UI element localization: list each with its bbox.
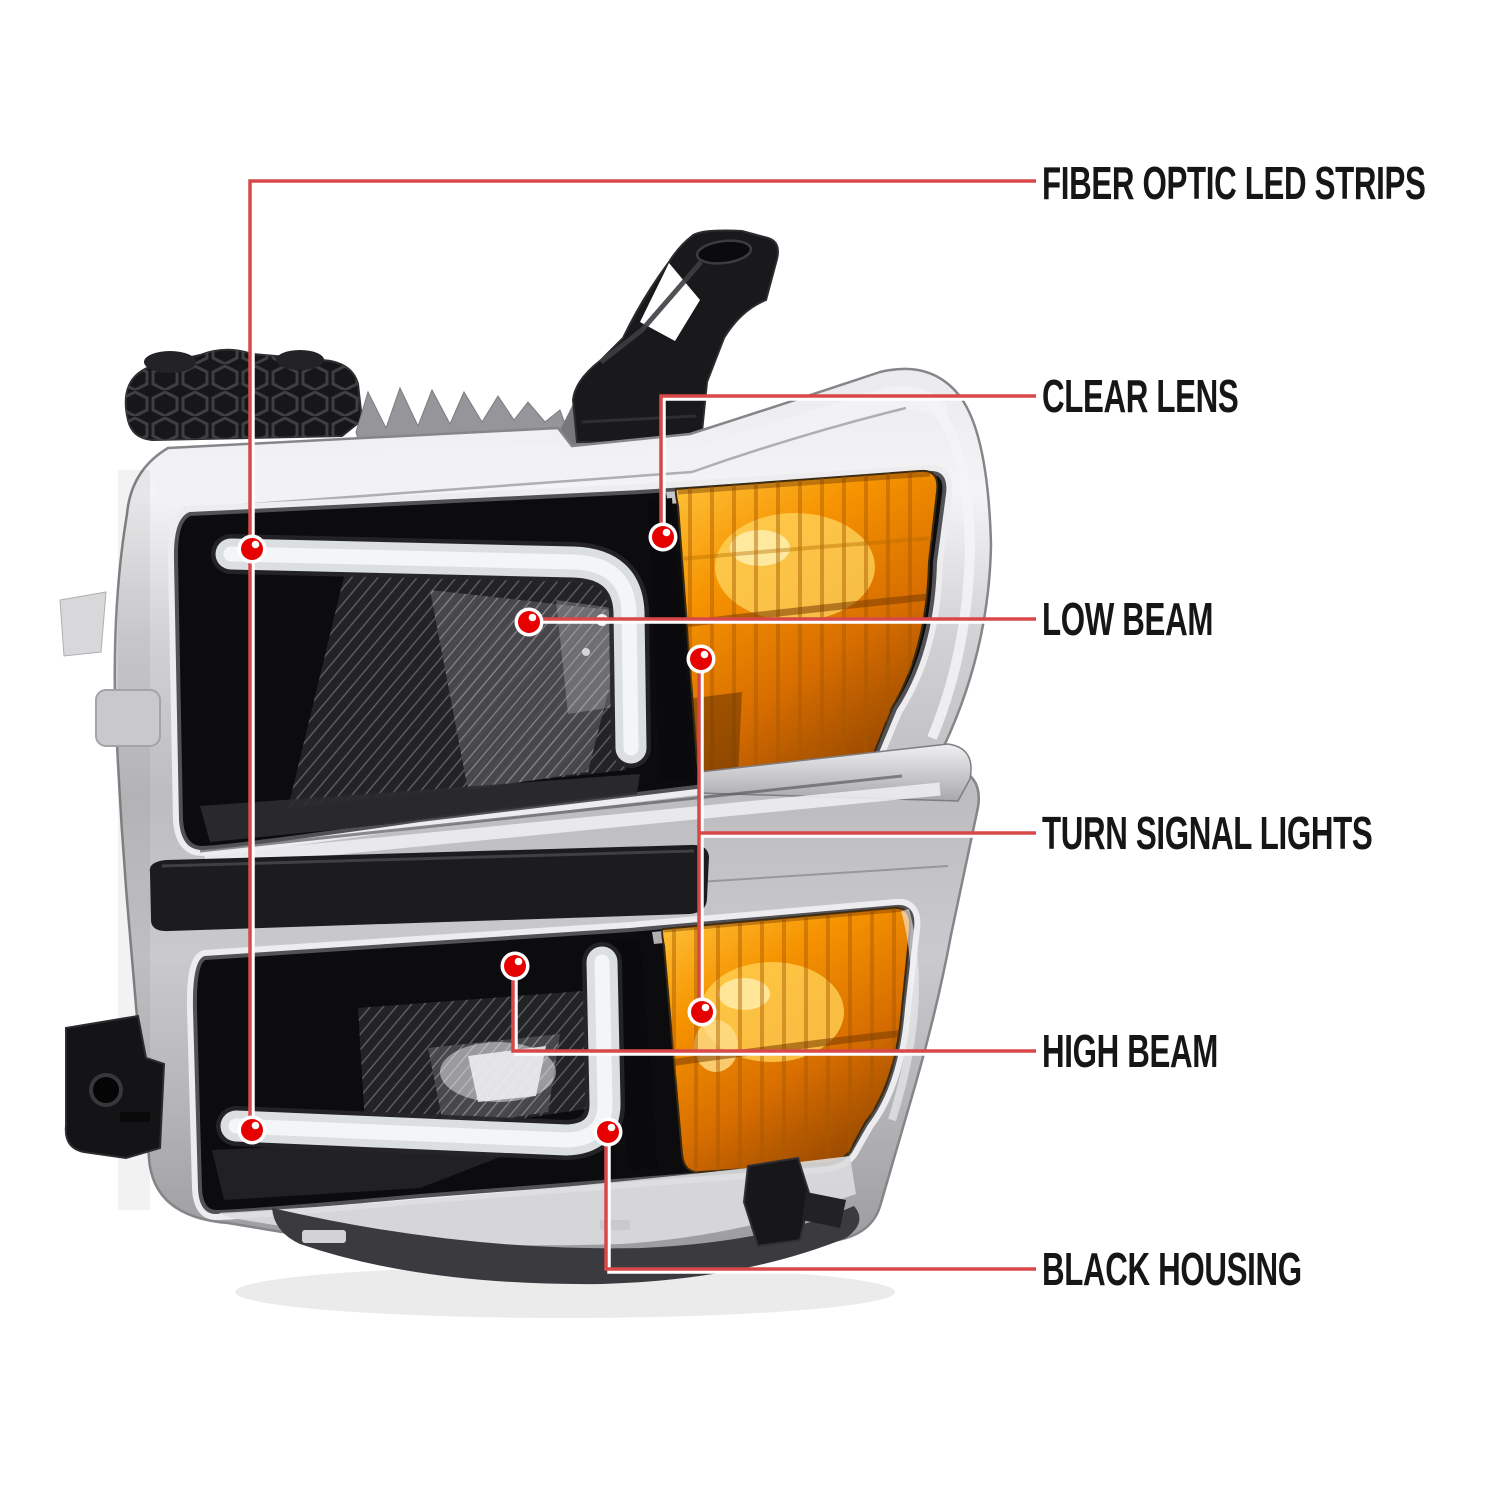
- mounting-bracket-right: [571, 229, 779, 443]
- callout-label-turn-signal-lights: TURN SIGNAL LIGHTS: [1042, 807, 1373, 859]
- bottom-clip: [742, 1156, 812, 1248]
- mounting-bracket-left: [124, 348, 364, 442]
- upper-lens-section: [167, 464, 953, 857]
- led-tube-upper: [211, 534, 651, 768]
- callout-label-low-beam: LOW BEAM: [1042, 593, 1214, 645]
- callout-dot-black-housing: [593, 1117, 623, 1147]
- side-tab-mid: [95, 689, 161, 747]
- side-bracket: [64, 1014, 166, 1160]
- callout-lines-shadow: [251, 182, 1039, 1274]
- callout-dot-turn-signal-upper: [686, 644, 716, 674]
- callout-dot-fiber-optic-led-strips-lower: [237, 1115, 267, 1145]
- callout-line-clear-lens: [659, 394, 1036, 537]
- turn-signal-upper: [674, 469, 939, 780]
- callout-lines: [248, 179, 1036, 1271]
- callout-dot-low-beam: [514, 607, 544, 637]
- turn-signal-lower: [661, 906, 912, 1174]
- callout-label-high-beam: HIGH BEAM: [1042, 1025, 1218, 1077]
- callout-dot-high-beam: [500, 951, 530, 981]
- side-tab-upper: [59, 591, 107, 657]
- callout-line-high-beam: [511, 968, 1036, 1053]
- callout-label-black-housing: BLACK HOUSING: [1042, 1243, 1302, 1295]
- callout-dots: [237, 522, 717, 1147]
- middle-divider: [149, 743, 972, 932]
- callout-dot-turn-signal-lower: [687, 997, 717, 1027]
- callout-line-black-housing: [604, 1133, 1036, 1271]
- bumper-lip: [218, 1156, 860, 1285]
- callout-label-fiber-optic-led-strips: FIBER OPTIC LED STRIPS: [1042, 157, 1426, 209]
- callout-dot-fiber-optic-led-strips-upper: [237, 534, 267, 564]
- lower-lens-section: [186, 898, 921, 1221]
- callout-dot-clear-lens: [648, 522, 678, 552]
- callout-label-clear-lens: CLEAR LENS: [1042, 370, 1239, 422]
- ground-shadow: [235, 1266, 895, 1318]
- callout-line-fiber-optic-led-strips: [248, 179, 1036, 1130]
- rubber-strip: [149, 844, 710, 932]
